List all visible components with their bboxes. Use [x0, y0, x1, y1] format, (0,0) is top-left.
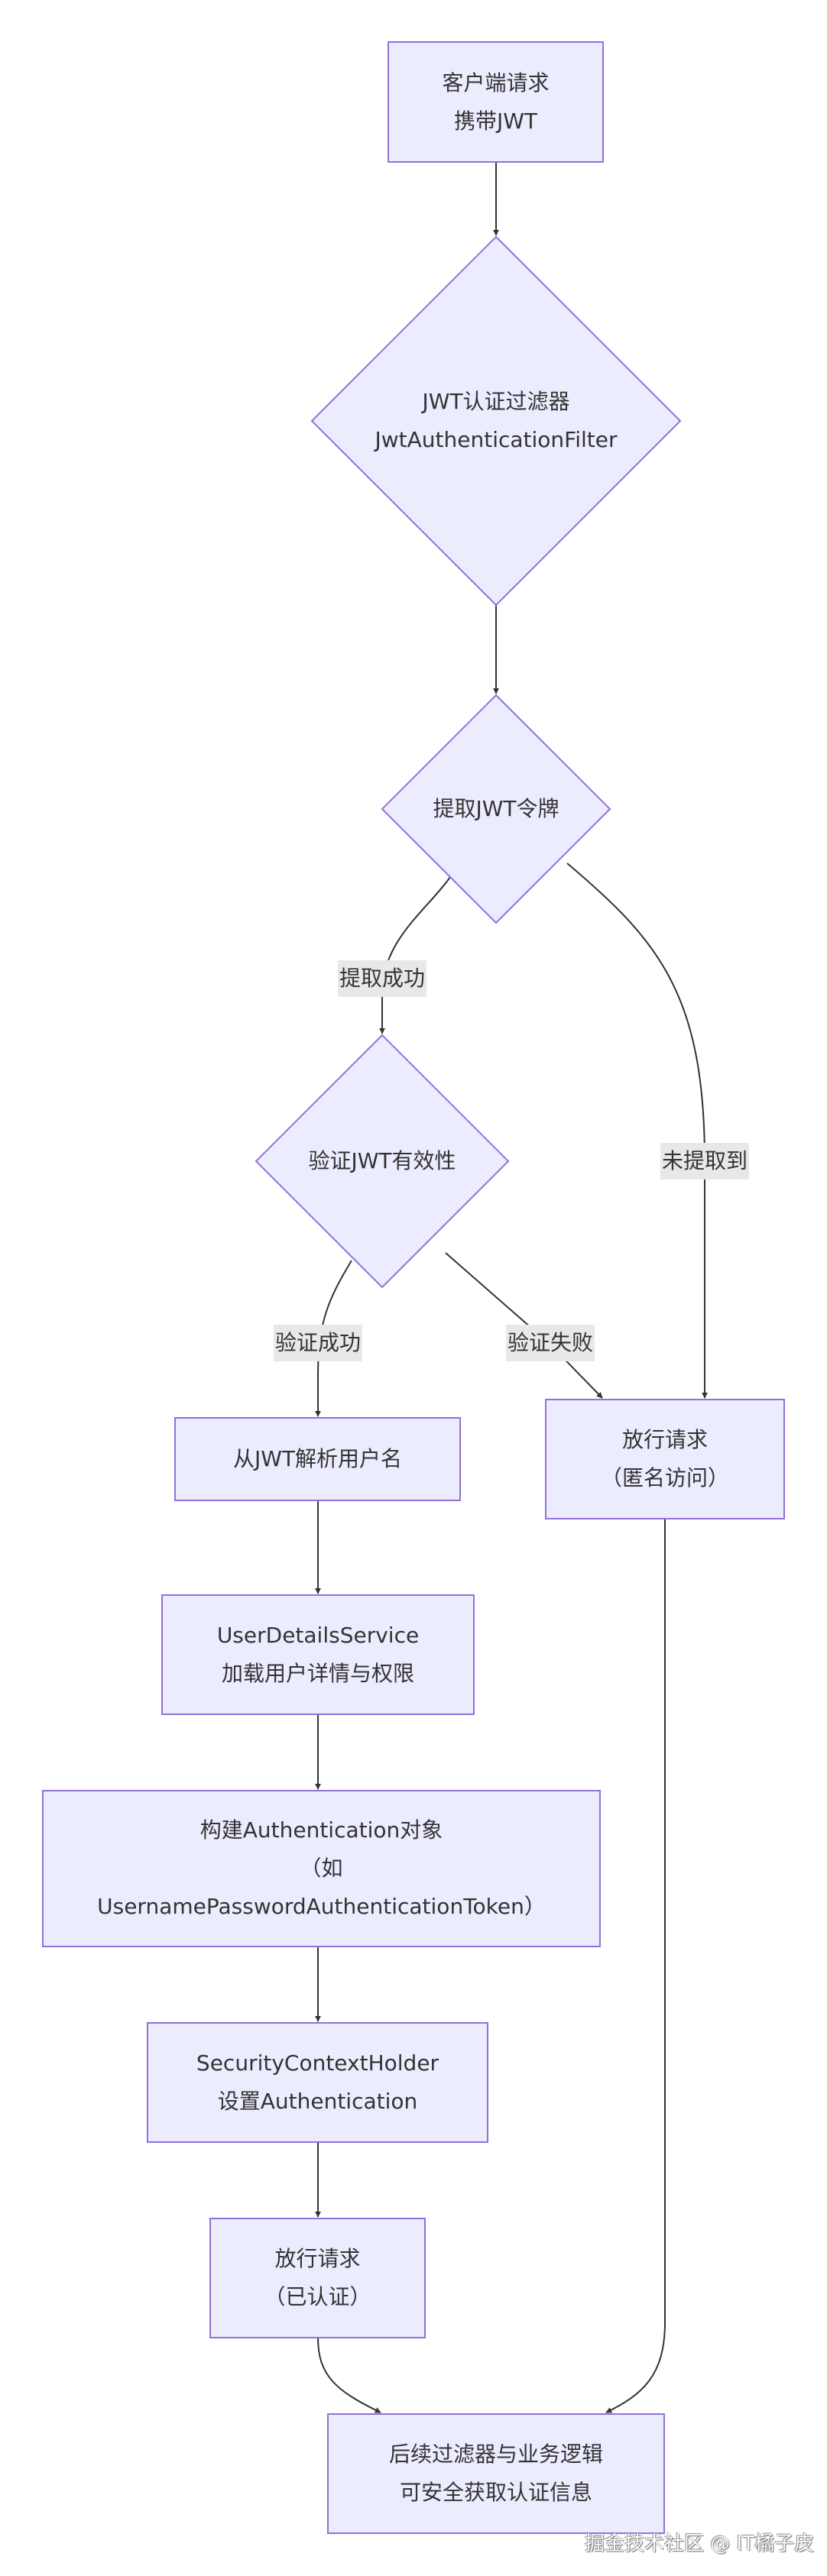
- node-extract-token: [381, 694, 611, 924]
- node-jwt-filter: [310, 235, 682, 607]
- node-build-auth: [42, 1790, 601, 1947]
- edge-label: 验证失败: [505, 1325, 595, 1361]
- edge-validate_jwt-to-parse_username: [315, 1260, 352, 1417]
- node-set-context: [147, 2022, 488, 2143]
- edge-anonymous_pass-to-downstream: [605, 1519, 666, 2413]
- watermark: 掘金技术社区 @ IT橘子皮: [585, 2532, 815, 2555]
- edge-extract_token-to-anonymous_pass: [566, 862, 708, 1399]
- edge-label: 验证成功: [273, 1325, 363, 1361]
- edge-label: 未提取到: [660, 1143, 750, 1180]
- node-client-request: [388, 41, 604, 163]
- edge-label: 提取成功: [337, 960, 427, 997]
- node-downstream: [327, 2413, 665, 2534]
- node-load-user: [161, 1594, 475, 1715]
- node-parse-username: [174, 1417, 461, 1501]
- edge-extract_token-to-validate_jwt: [379, 876, 451, 1034]
- edge-authenticated_pass-to-downstream: [317, 2337, 381, 2413]
- node-authenticated-pass: [209, 2218, 426, 2338]
- node-anonymous-pass: [545, 1399, 785, 1519]
- node-validate-jwt: [255, 1034, 510, 1289]
